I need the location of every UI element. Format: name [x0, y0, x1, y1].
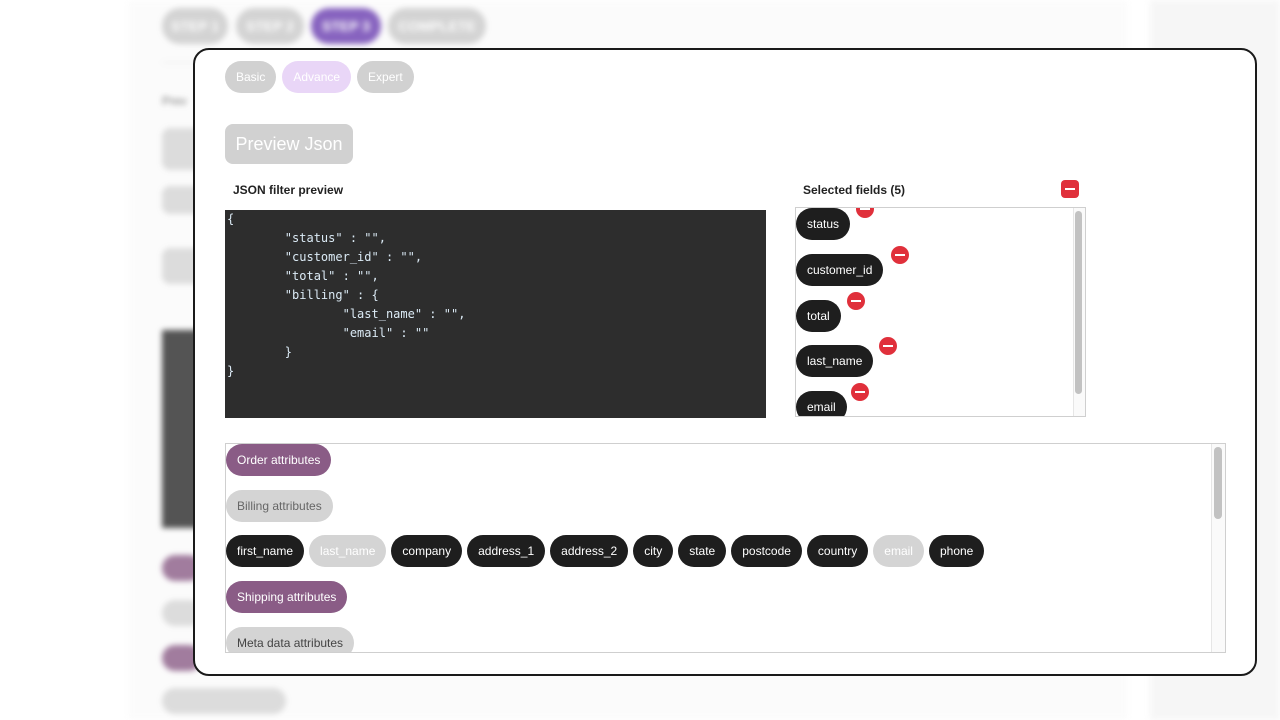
tab-basic[interactable]: Basic — [225, 61, 277, 93]
json-line: } — [227, 364, 235, 378]
selected-field-chip[interactable]: status — [796, 208, 851, 240]
selected-field-row: last_name — [796, 337, 897, 377]
remove-all-fields-button[interactable] — [1061, 180, 1079, 198]
billing-field-chip[interactable]: last_name — [309, 535, 387, 567]
json-line: { — [227, 212, 235, 226]
preview-json-button[interactable]: Preview Json — [225, 124, 353, 164]
remove-field-icon[interactable] — [847, 292, 865, 310]
json-line: "email" : "" — [227, 326, 430, 340]
meta-attributes-row: Meta data attributes — [226, 627, 355, 652]
step-1-tab[interactable]: STEP 1 — [162, 8, 228, 44]
billing-field-chip[interactable]: city — [633, 535, 674, 567]
selected-field-chip[interactable]: total — [796, 300, 841, 332]
meta-attributes-chip[interactable]: Meta data attributes — [226, 627, 355, 652]
billing-field-chip[interactable]: country — [806, 535, 869, 567]
attributes-list[interactable]: Order attributes Billing attributes firs… — [225, 443, 1226, 653]
billing-attributes-row: Billing attributes — [226, 490, 333, 522]
billing-field-chip[interactable]: address_1 — [467, 535, 546, 567]
selected-fields-scrollbar[interactable] — [1073, 208, 1085, 416]
selected-field-chip[interactable]: customer_id — [796, 254, 884, 286]
remove-field-icon[interactable] — [851, 383, 869, 401]
remove-field-icon[interactable] — [879, 337, 897, 355]
json-line: } — [227, 345, 293, 359]
remove-field-icon[interactable] — [891, 246, 909, 264]
step-2-tab[interactable]: STEP 2 — [236, 8, 304, 44]
selected-field-row: customer_id — [796, 246, 909, 286]
step-3-tab[interactable]: STEP 3 — [311, 8, 381, 44]
selected-field-chip[interactable]: email — [796, 391, 847, 416]
json-line: "last_name" : "", — [227, 307, 466, 321]
billing-field-chip[interactable]: address_2 — [550, 535, 629, 567]
selected-field-row: status — [796, 208, 874, 240]
billing-field-chip[interactable]: state — [678, 535, 727, 567]
selected-field-chip[interactable]: last_name — [796, 345, 874, 377]
json-filter-modal: Basic Advance Expert Preview Json JSON f… — [193, 48, 1257, 676]
attributes-scroll-thumb[interactable] — [1214, 447, 1222, 519]
billing-field-chip[interactable]: first_name — [226, 535, 305, 567]
level-tabs: Basic Advance Expert — [225, 61, 414, 93]
tab-expert[interactable]: Expert — [357, 61, 414, 93]
json-preview-code: { "status" : "", "customer_id" : "", "to… — [225, 210, 766, 418]
json-preview-title: JSON filter preview — [233, 183, 344, 197]
background-hint: Prev — [162, 94, 187, 108]
shipping-attributes-row: Shipping attributes — [226, 581, 348, 613]
selected-field-row: email — [796, 383, 869, 416]
json-line: "billing" : { — [227, 288, 379, 302]
billing-field-chip[interactable]: phone — [928, 535, 985, 567]
billing-attributes-chip[interactable]: Billing attributes — [226, 490, 333, 522]
selected-field-row: total — [796, 292, 865, 332]
json-line: "status" : "", — [227, 231, 386, 245]
attributes-scrollbar[interactable] — [1211, 444, 1225, 652]
order-attributes-chip[interactable]: Order attributes — [226, 444, 332, 476]
json-line: "total" : "", — [227, 269, 379, 283]
selected-fields-scroll-thumb[interactable] — [1075, 211, 1082, 394]
selected-fields-title: Selected fields (5) — [803, 183, 906, 197]
shipping-attributes-chip[interactable]: Shipping attributes — [226, 581, 348, 613]
background-pill — [162, 688, 286, 714]
complete-tab[interactable]: COMPLETE — [388, 8, 486, 44]
remove-field-icon[interactable] — [856, 208, 874, 218]
selected-fields-list[interactable]: status customer_id total last_name email — [795, 207, 1086, 417]
billing-field-chip[interactable]: postcode — [731, 535, 802, 567]
billing-field-chip[interactable]: company — [391, 535, 463, 567]
tab-advance[interactable]: Advance — [282, 61, 352, 93]
json-line: "customer_id" : "", — [227, 250, 423, 264]
billing-field-chip[interactable]: email — [873, 535, 924, 567]
order-attributes-row: Order attributes — [226, 444, 332, 476]
